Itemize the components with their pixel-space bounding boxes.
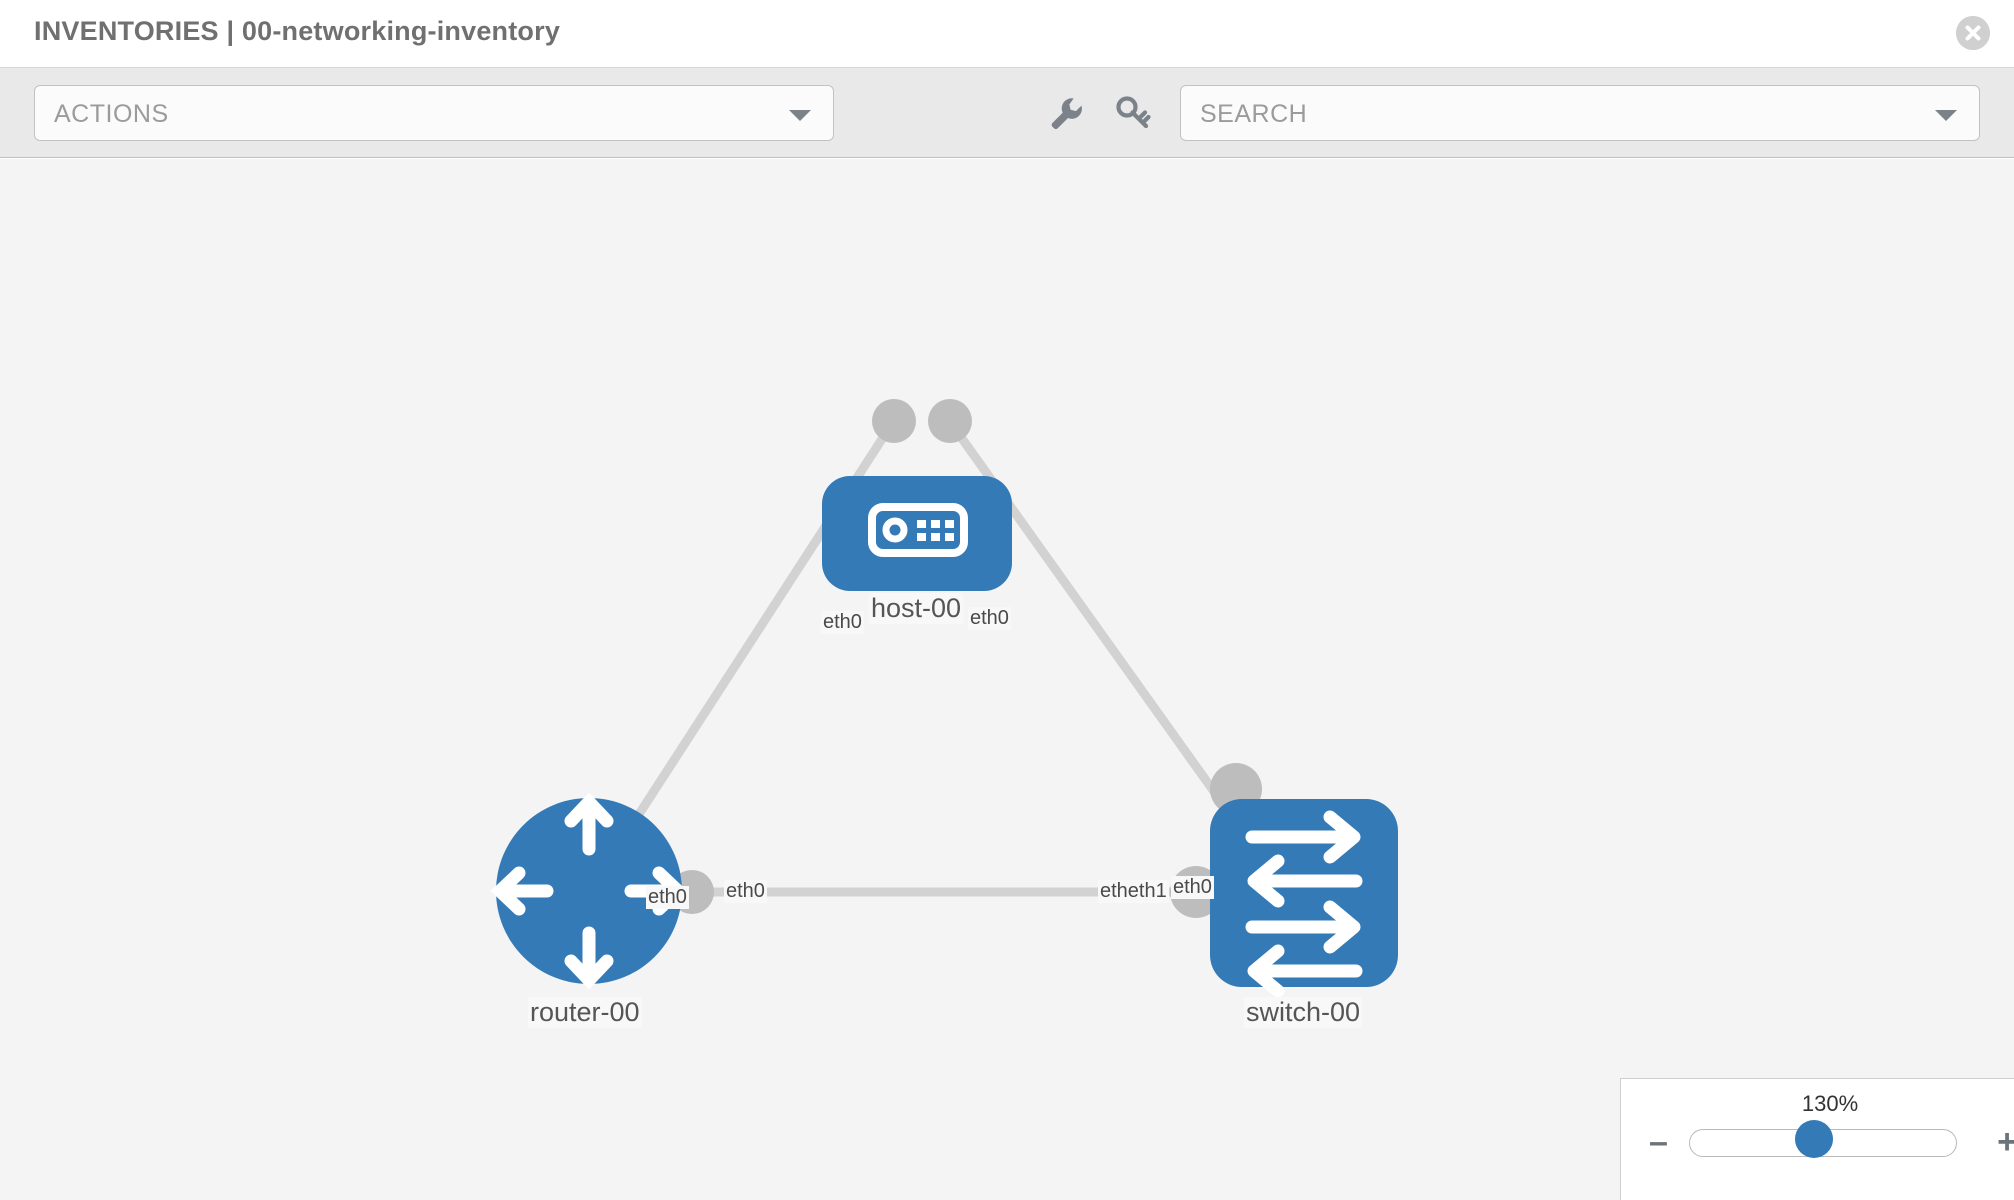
actions-dropdown-label: ACTIONS	[54, 100, 169, 128]
minus-icon[interactable]: –	[1649, 1123, 1668, 1161]
chevron-down-icon	[789, 110, 811, 121]
endpoint-host-right[interactable]	[928, 399, 972, 443]
actions-dropdown[interactable]: ACTIONS	[34, 85, 834, 141]
chevron-down-icon	[1935, 110, 1957, 121]
zoom-level-label: 130%	[1801, 1091, 1859, 1116]
endpoint-host-left[interactable]	[872, 399, 916, 443]
topology-graph	[490, 399, 1398, 998]
page-header: INVENTORIES | 00-networking-inventory	[0, 0, 2014, 68]
iface-label-switch-up: eth0	[1171, 876, 1214, 899]
zoom-slider-thumb[interactable]	[1795, 1120, 1833, 1158]
iface-label-host-left: eth0	[821, 611, 864, 634]
iface-label-router-up: eth0	[646, 886, 689, 909]
topology-canvas[interactable]: host-00 router-00 switch-00 eth0 eth0 et…	[0, 159, 2014, 1200]
search-placeholder: SEARCH	[1200, 100, 1308, 128]
key-icon[interactable]	[1113, 92, 1153, 132]
page-title: INVENTORIES | 00-networking-inventory	[34, 16, 561, 46]
node-label-host-00: host-00	[869, 593, 964, 624]
search-input[interactable]: SEARCH	[1180, 85, 1980, 141]
iface-label-switch-left: etheth1	[1098, 880, 1169, 903]
plus-icon[interactable]: +	[1997, 1123, 2014, 1161]
wrench-icon[interactable]	[1045, 92, 1085, 132]
node-label-switch-00: switch-00	[1244, 997, 1363, 1028]
node-switch-00[interactable]	[1210, 799, 1398, 998]
iface-label-host-right: eth0	[968, 607, 1011, 630]
node-host-00[interactable]	[822, 476, 1012, 591]
iface-label-router-right: eth0	[724, 880, 767, 903]
node-label-router-00: router-00	[528, 997, 642, 1028]
close-icon[interactable]	[1956, 16, 1990, 50]
toolbar: ACTIONS SEARCH	[0, 68, 2014, 158]
zoom-control-panel: 130% – +	[1620, 1078, 2014, 1200]
